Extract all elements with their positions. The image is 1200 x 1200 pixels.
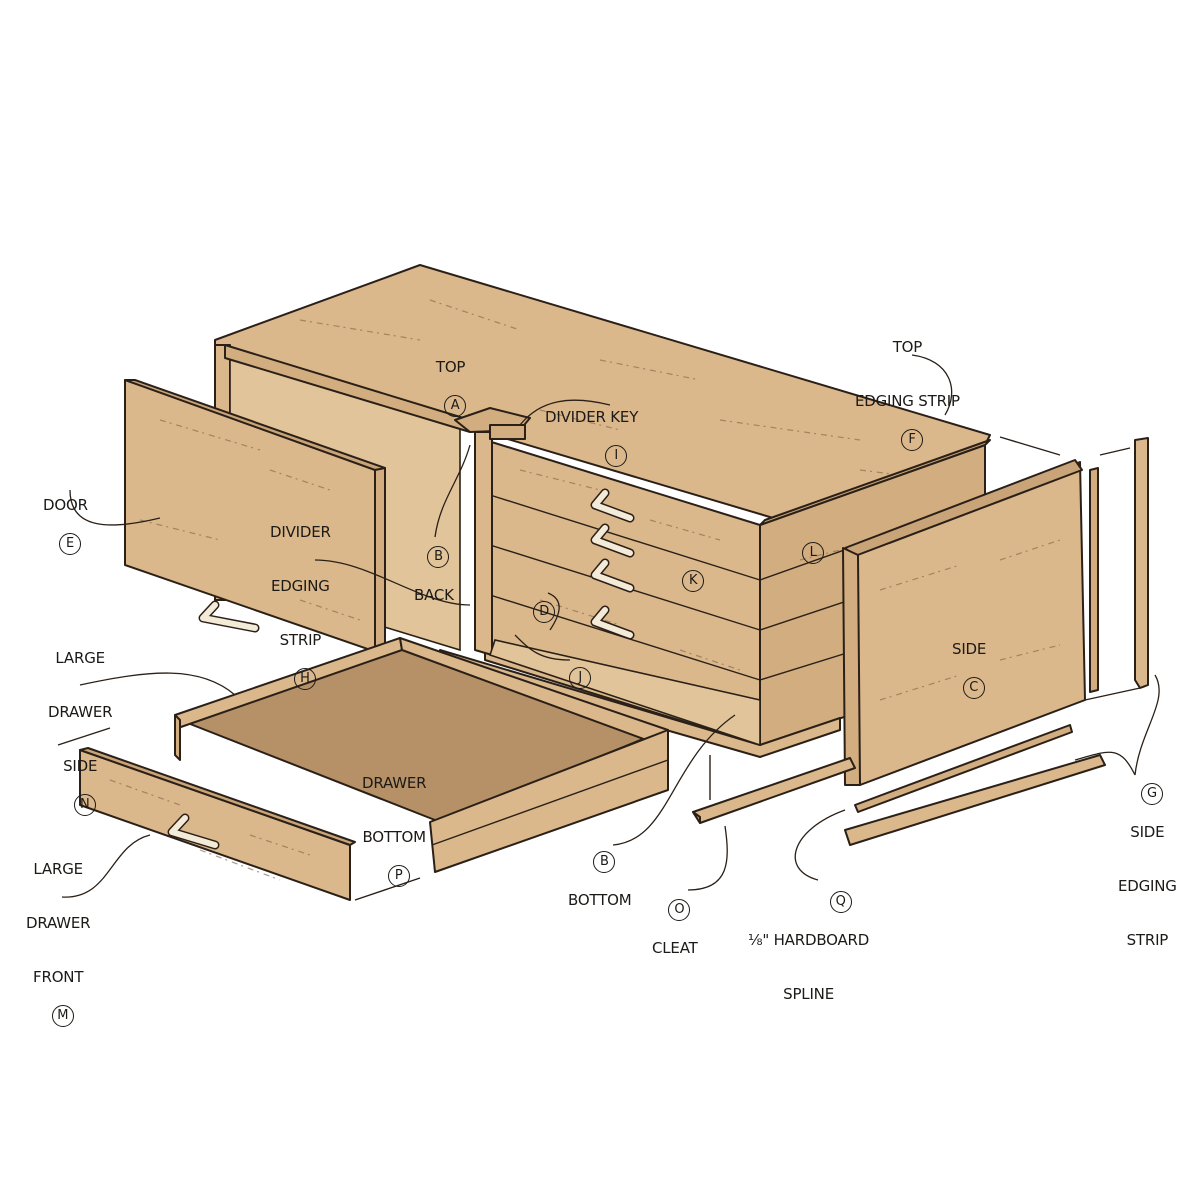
label-back: B BACK: [414, 527, 454, 622]
callout-q: Q: [829, 891, 852, 913]
callout-o: O: [668, 899, 691, 921]
label-lds-line1: LARGE: [55, 649, 105, 667]
label-side-name: SIDE: [952, 640, 987, 658]
label-top-edging-strip: TOP EDGING STRIP F: [855, 302, 960, 451]
cleat: [692, 757, 856, 824]
label-db-line1: DRAWER: [362, 774, 427, 792]
label-ldf-line2: DRAWER: [26, 914, 91, 932]
label-large-drawer-front: LARGE DRAWER FRONT M: [26, 824, 91, 1027]
label-top-edging-line1: TOP: [892, 338, 923, 356]
callout-j: J: [569, 667, 592, 689]
large-drawer-front: [79, 747, 356, 901]
label-se-line3: STRIP: [1126, 931, 1169, 949]
callout-e: E: [58, 533, 81, 555]
label-spline: Q ⅛" HARDBOARD SPLINE: [748, 872, 869, 1021]
label-divider-edging-line3: STRIP: [279, 631, 322, 649]
label-large-drawer-side: LARGE DRAWER SIDE N: [48, 613, 113, 816]
callout-c: C: [962, 677, 985, 699]
callout-d: D: [533, 601, 556, 623]
callout-b-bottom: B: [593, 851, 616, 873]
label-spline-line2: SPLINE: [783, 985, 834, 1003]
label-se-line2: EDGING: [1118, 877, 1177, 895]
label-divider-key-name: DIVIDER KEY: [545, 408, 639, 426]
callout-m: M: [51, 1005, 74, 1027]
label-top: TOP A: [435, 322, 467, 417]
label-door-name: DOOR: [43, 496, 88, 514]
label-lds-line3: SIDE: [63, 757, 98, 775]
side-panel: [842, 459, 1086, 786]
label-spline-line1: ⅛" HARDBOARD: [748, 931, 870, 949]
callout-i: I: [605, 445, 628, 467]
label-door: DOOR E: [43, 460, 88, 555]
callout-p: P: [387, 865, 410, 887]
label-top-edging-line2: EDGING STRIP: [855, 392, 960, 410]
leader-arrows: [61, 354, 1160, 898]
callout-n: N: [73, 794, 96, 816]
label-side: SIDE C: [952, 604, 986, 699]
callout-h: H: [293, 668, 316, 690]
label-divider-edging-line2: EDGING: [270, 577, 330, 595]
label-ldf-line3: FRONT: [33, 968, 84, 986]
side-edging-strips: [844, 437, 1149, 846]
label-top-name: TOP: [435, 358, 466, 376]
label-k: K: [673, 551, 705, 592]
alignment-lines: [57, 436, 1141, 901]
label-lds-line2: DRAWER: [48, 703, 113, 721]
drawer-handles: [590, 488, 635, 640]
callout-g: G: [1140, 783, 1163, 805]
label-bottom: B BOTTOM: [568, 832, 632, 927]
callout-a: A: [444, 395, 467, 417]
label-cleat-name: CLEAT: [652, 939, 698, 957]
callout-b-back: B: [427, 546, 450, 568]
label-se-line1: SIDE: [1130, 823, 1165, 841]
label-l: L: [793, 523, 825, 564]
label-db-line2: BOTTOM: [362, 828, 426, 846]
label-j: J: [560, 648, 592, 689]
callout-k: K: [682, 570, 705, 592]
label-drawer-bottom: DRAWER BOTTOM P: [362, 738, 427, 887]
label-divider-edging-line1: DIVIDER: [270, 523, 331, 541]
label-ldf-line1: LARGE: [33, 860, 83, 878]
label-d: D: [524, 582, 556, 623]
label-cleat: O CLEAT: [652, 880, 698, 975]
label-divider-edging-strip: DIVIDER EDGING STRIP H: [270, 487, 331, 690]
label-bottom-name: BOTTOM: [568, 891, 632, 909]
door-panel: [124, 379, 386, 656]
label-divider-key: DIVIDER KEY I: [545, 372, 638, 467]
callout-l: L: [802, 542, 825, 564]
label-back-name: BACK: [414, 586, 454, 604]
callout-f: F: [901, 429, 923, 451]
label-side-edging-strip: G SIDE EDGING STRIP: [1118, 764, 1177, 967]
